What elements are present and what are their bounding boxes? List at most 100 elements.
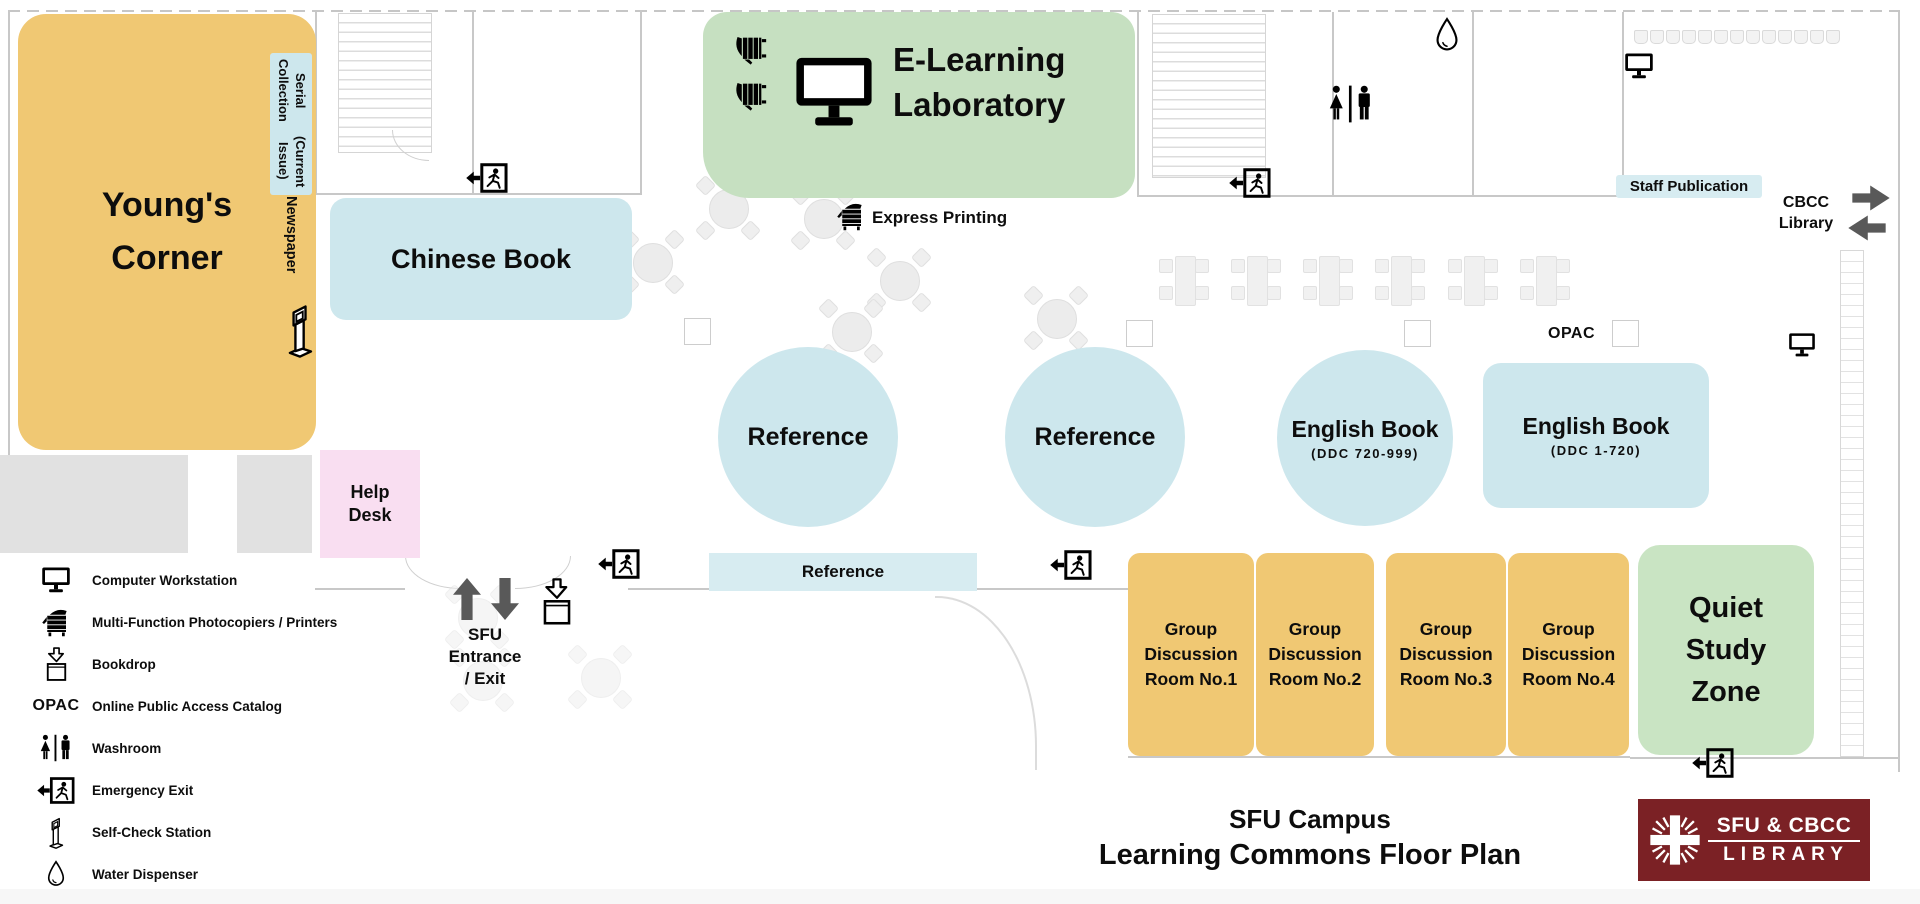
zone-group-room-2: Group Discussion Room No.2 <box>1256 553 1374 756</box>
study-table <box>1513 250 1577 310</box>
entrance-label: SFU Entrance / Exit <box>448 625 522 689</box>
legend-item: Washroom <box>28 727 337 769</box>
reference-label: Reference <box>747 422 869 451</box>
round-table <box>865 246 933 314</box>
wall <box>1137 195 1624 197</box>
legend-label: Multi-Function Photocopiers / Printers <box>92 614 338 630</box>
round-table <box>448 646 516 714</box>
droplet-icon <box>28 860 84 888</box>
floor-edge <box>0 889 1920 904</box>
zone-group-room-1: Group Discussion Room No.1 <box>1128 553 1254 756</box>
zone-reference-2: Reference <box>1005 347 1185 527</box>
staircase <box>1152 14 1266 178</box>
wall <box>472 12 474 194</box>
study-table <box>1224 250 1288 310</box>
legend-item: Emergency Exit <box>28 769 337 811</box>
computer-workstation-icon <box>1788 332 1816 358</box>
english-book-range: (DDC 720-999) <box>1311 445 1419 461</box>
cbcc-arrow-left-icon <box>1846 214 1888 242</box>
wall <box>315 588 405 590</box>
cbcc-arrow-right-icon <box>1850 184 1892 212</box>
newspaper-label: Newspaper <box>283 196 299 274</box>
station-square <box>1612 320 1639 347</box>
zone-elearning-lab: E-Learning Laboratory <box>703 12 1135 198</box>
door <box>392 130 429 161</box>
chair <box>1666 30 1680 44</box>
cbcc-library-label: CBCC Library <box>1778 194 1834 232</box>
washroom-icon <box>1326 84 1376 124</box>
wall <box>8 10 10 455</box>
zone-quiet-study: Quiet Study Zone <box>1638 545 1814 755</box>
wall <box>1472 12 1474 197</box>
bookdrop-icon <box>540 577 574 627</box>
kiosk-icon <box>28 816 84 849</box>
photocopier-icon <box>733 32 767 66</box>
logo-divider <box>1708 840 1860 842</box>
computer-workstation-icon <box>1624 52 1654 80</box>
group-room-label: Group Discussion Room No.4 <box>1521 619 1616 689</box>
chair <box>1634 30 1648 44</box>
washroom-icon <box>28 734 84 762</box>
round-table <box>789 184 857 252</box>
legend-label: Online Public Access Catalog <box>92 698 283 714</box>
emergency-exit-icon <box>1050 550 1092 580</box>
station-square <box>684 318 711 345</box>
express-printing-label: Express Printing <box>872 208 1008 227</box>
quiet-study-label: Quiet Study Zone <box>1685 591 1767 709</box>
study-table <box>1368 250 1432 310</box>
queue-line <box>935 596 1037 770</box>
serial-collection-label-1: Serial Collection <box>276 58 308 122</box>
floor-plan-title: SFU Campus Learning Commons Floor Plan <box>960 802 1660 875</box>
elearning-lab-label: E-Learning Laboratory <box>893 41 1066 123</box>
opac-text-icon: OPAC <box>32 697 80 714</box>
serial-collection-label-2: (Current Issue) <box>276 135 308 187</box>
youngs-corner-label: Young's Corner <box>101 186 233 277</box>
reference-label: Reference <box>1034 422 1156 451</box>
english-book-label: English Book <box>1291 415 1439 442</box>
round-table <box>817 297 885 365</box>
wall <box>8 10 1900 12</box>
entrance-arrow-down-icon <box>490 578 520 620</box>
english-book-label: English Book <box>1522 413 1670 439</box>
chair <box>1682 30 1696 44</box>
chair <box>1746 30 1760 44</box>
zone-reference-shelf: Reference <box>709 553 977 591</box>
library-logo: SFU & CBCC LIBRARY <box>1638 799 1870 881</box>
zone-reference-1: Reference <box>718 347 898 527</box>
zone-group-room-4: Group Discussion Room No.4 <box>1508 553 1629 756</box>
emergency-exit-icon <box>1692 748 1734 778</box>
wall <box>640 10 642 195</box>
round-table <box>566 643 634 711</box>
wall <box>1137 12 1139 197</box>
study-table <box>1441 250 1505 310</box>
zone-youngs-corner: Young's Corner <box>18 14 316 450</box>
zone-group-room-3: Group Discussion Room No.3 <box>1386 553 1506 756</box>
photocopier-icon <box>733 78 767 112</box>
title-line-2: Learning Commons Floor Plan <box>1098 839 1522 872</box>
zone-english-book-area: English Book (DDC 1-720) <box>1483 363 1709 508</box>
express-printing-icon <box>836 200 866 232</box>
chair <box>1826 30 1840 44</box>
legend-label: Washroom <box>92 740 162 756</box>
group-room-label: Group Discussion Room No.2 <box>1268 619 1362 689</box>
legend-item: Bookdrop <box>28 643 337 685</box>
computer-workstation-icon <box>793 54 875 130</box>
legend-label: Self-Check Station <box>92 824 212 840</box>
reference-shelf-label: Reference <box>801 562 885 581</box>
legend-item: OPAC Online Public Access Catalog <box>28 685 337 727</box>
legend-label: Water Dispenser <box>92 866 199 882</box>
group-room-label: Group Discussion Room No.1 <box>1144 619 1238 689</box>
legend-label: Computer Workstation <box>92 572 238 588</box>
legend-item: Computer Workstation <box>28 559 337 601</box>
shelf-block <box>237 455 312 553</box>
legend-label: Emergency Exit <box>92 782 194 798</box>
monitor-icon <box>28 566 84 594</box>
chair <box>1730 30 1744 44</box>
wall <box>1630 757 1900 759</box>
chair <box>1650 30 1664 44</box>
chair <box>1810 30 1824 44</box>
wall <box>315 193 642 195</box>
emergency-exit-icon <box>598 549 640 579</box>
